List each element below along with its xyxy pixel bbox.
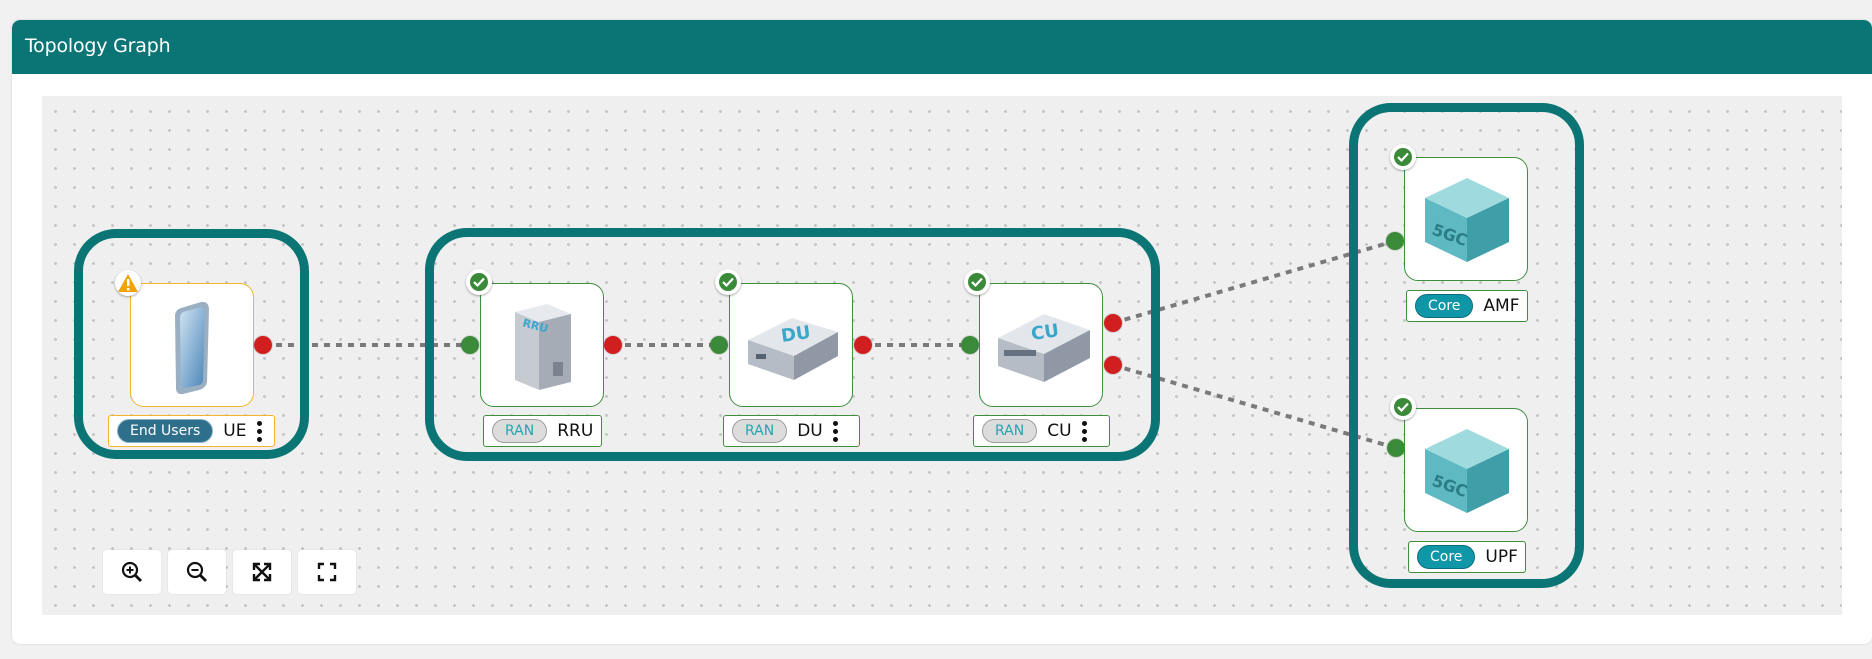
phone-icon: [175, 301, 209, 395]
node-name: UE: [223, 421, 247, 441]
more-menu-icon[interactable]: [833, 420, 839, 442]
check-icon: [722, 277, 734, 287]
warning-status: [115, 270, 141, 296]
node-name: UPF: [1485, 547, 1518, 567]
tag-badge: Core: [1417, 545, 1476, 569]
check-icon: [1397, 402, 1409, 412]
check-icon: [473, 277, 485, 287]
fullscreen-button[interactable]: [298, 550, 356, 594]
node-du[interactable]: DU: [729, 283, 853, 407]
zoom-out-icon: [186, 561, 207, 582]
port-out-cu-upf[interactable]: [1104, 356, 1122, 374]
node-amf[interactable]: 5GC: [1404, 157, 1528, 281]
edge-cu-amf: [1112, 239, 1396, 325]
tag-badge: Core: [1415, 294, 1474, 318]
graph-canvas[interactable]: [42, 96, 1842, 615]
5gc-cube-icon: 5GC: [1425, 178, 1509, 262]
port-in-upf[interactable]: [1387, 439, 1405, 457]
svg-text:RRU: RRU: [521, 316, 549, 335]
more-menu-icon[interactable]: [256, 420, 262, 442]
node-name: CU: [1047, 421, 1072, 441]
edge-cu-upf: [1112, 363, 1397, 450]
fullscreen-icon: [317, 562, 337, 582]
label-du: RAN DU: [723, 415, 860, 447]
svg-text:DU: DU: [780, 322, 812, 347]
cu-device-icon: CU: [998, 314, 1090, 382]
ok-status: [964, 269, 990, 295]
label-upf: Core UPF: [1408, 541, 1526, 573]
tag-badge: End Users: [117, 419, 214, 443]
zoom-in-button[interactable]: [103, 550, 161, 594]
port-in-rru[interactable]: [461, 336, 479, 354]
group-core: [1349, 103, 1584, 588]
page-title: Topology Graph: [25, 35, 171, 57]
du-device-icon: DU: [748, 318, 838, 380]
check-icon: [1397, 152, 1409, 162]
label-cu: RAN CU: [973, 415, 1110, 447]
node-name: DU: [797, 421, 823, 441]
node-ue[interactable]: [130, 283, 254, 407]
5gc-cube-icon: 5GC: [1425, 429, 1509, 513]
zoom-in-icon: [121, 561, 142, 582]
port-in-du[interactable]: [710, 336, 728, 354]
tag-badge: RAN: [732, 419, 788, 443]
ok-status: [1390, 394, 1416, 420]
ok-status: [715, 269, 741, 295]
node-name: RRU: [557, 421, 594, 441]
ok-status: [1390, 144, 1416, 170]
port-out-rru[interactable]: [604, 336, 622, 354]
node-rru[interactable]: RRU: [480, 283, 604, 407]
port-out-du[interactable]: [854, 336, 872, 354]
more-menu-icon[interactable]: [1082, 420, 1088, 442]
port-in-cu[interactable]: [961, 336, 979, 354]
label-amf: Core AMF: [1406, 290, 1528, 322]
label-ue: End Users UE: [108, 415, 275, 447]
group-end-users: [74, 229, 309, 459]
svg-text:CU: CU: [1030, 320, 1060, 345]
node-cu[interactable]: CU: [979, 283, 1103, 407]
panel-header: Topology Graph: [12, 20, 1872, 74]
fit-view-button[interactable]: [233, 550, 291, 594]
port-out-ue[interactable]: [254, 336, 272, 354]
node-name: AMF: [1483, 296, 1520, 316]
tag-badge: RAN: [492, 419, 548, 443]
fit-view-icon: [252, 562, 272, 582]
check-icon: [971, 277, 983, 287]
tag-badge: RAN: [982, 419, 1038, 443]
port-in-amf[interactable]: [1386, 232, 1404, 250]
ok-status: [466, 269, 492, 295]
warning-icon: [118, 274, 138, 292]
group-ran: [425, 228, 1160, 461]
node-upf[interactable]: 5GC: [1404, 408, 1528, 532]
port-out-cu-amf[interactable]: [1104, 314, 1122, 332]
zoom-out-button[interactable]: [168, 550, 226, 594]
label-rru: RAN RRU: [483, 415, 602, 447]
rru-device-icon: RRU: [515, 304, 571, 390]
